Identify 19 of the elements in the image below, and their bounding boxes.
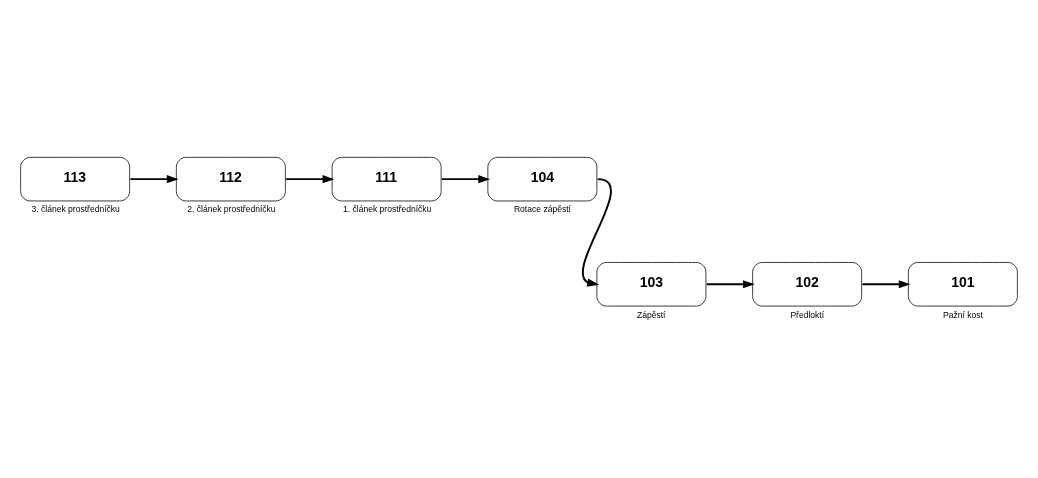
node-label: 1. článek prostředníčku — [343, 203, 432, 214]
node-label: Rotace zápěstí — [513, 203, 571, 214]
node-box: 101 — [907, 261, 1018, 306]
node-box: 112 — [175, 156, 286, 201]
node-box: 104 — [487, 156, 598, 201]
node-label: 3. článek prostředníčku — [31, 203, 120, 214]
arrow — [129, 174, 179, 183]
node-box: 111 — [331, 156, 442, 201]
node-label: Pažní kost — [943, 309, 983, 320]
arrow — [861, 279, 911, 288]
arrow — [285, 174, 335, 183]
node-box: 113 — [20, 156, 131, 201]
arrow — [705, 279, 755, 288]
node-label: Zápěstí — [636, 309, 666, 320]
arrow — [440, 174, 490, 183]
node-label: Předloktí — [790, 309, 825, 320]
node-box: 102 — [752, 261, 863, 306]
node-box: 103 — [596, 261, 707, 306]
node-label: 2. článek prostředníčku — [187, 203, 276, 214]
